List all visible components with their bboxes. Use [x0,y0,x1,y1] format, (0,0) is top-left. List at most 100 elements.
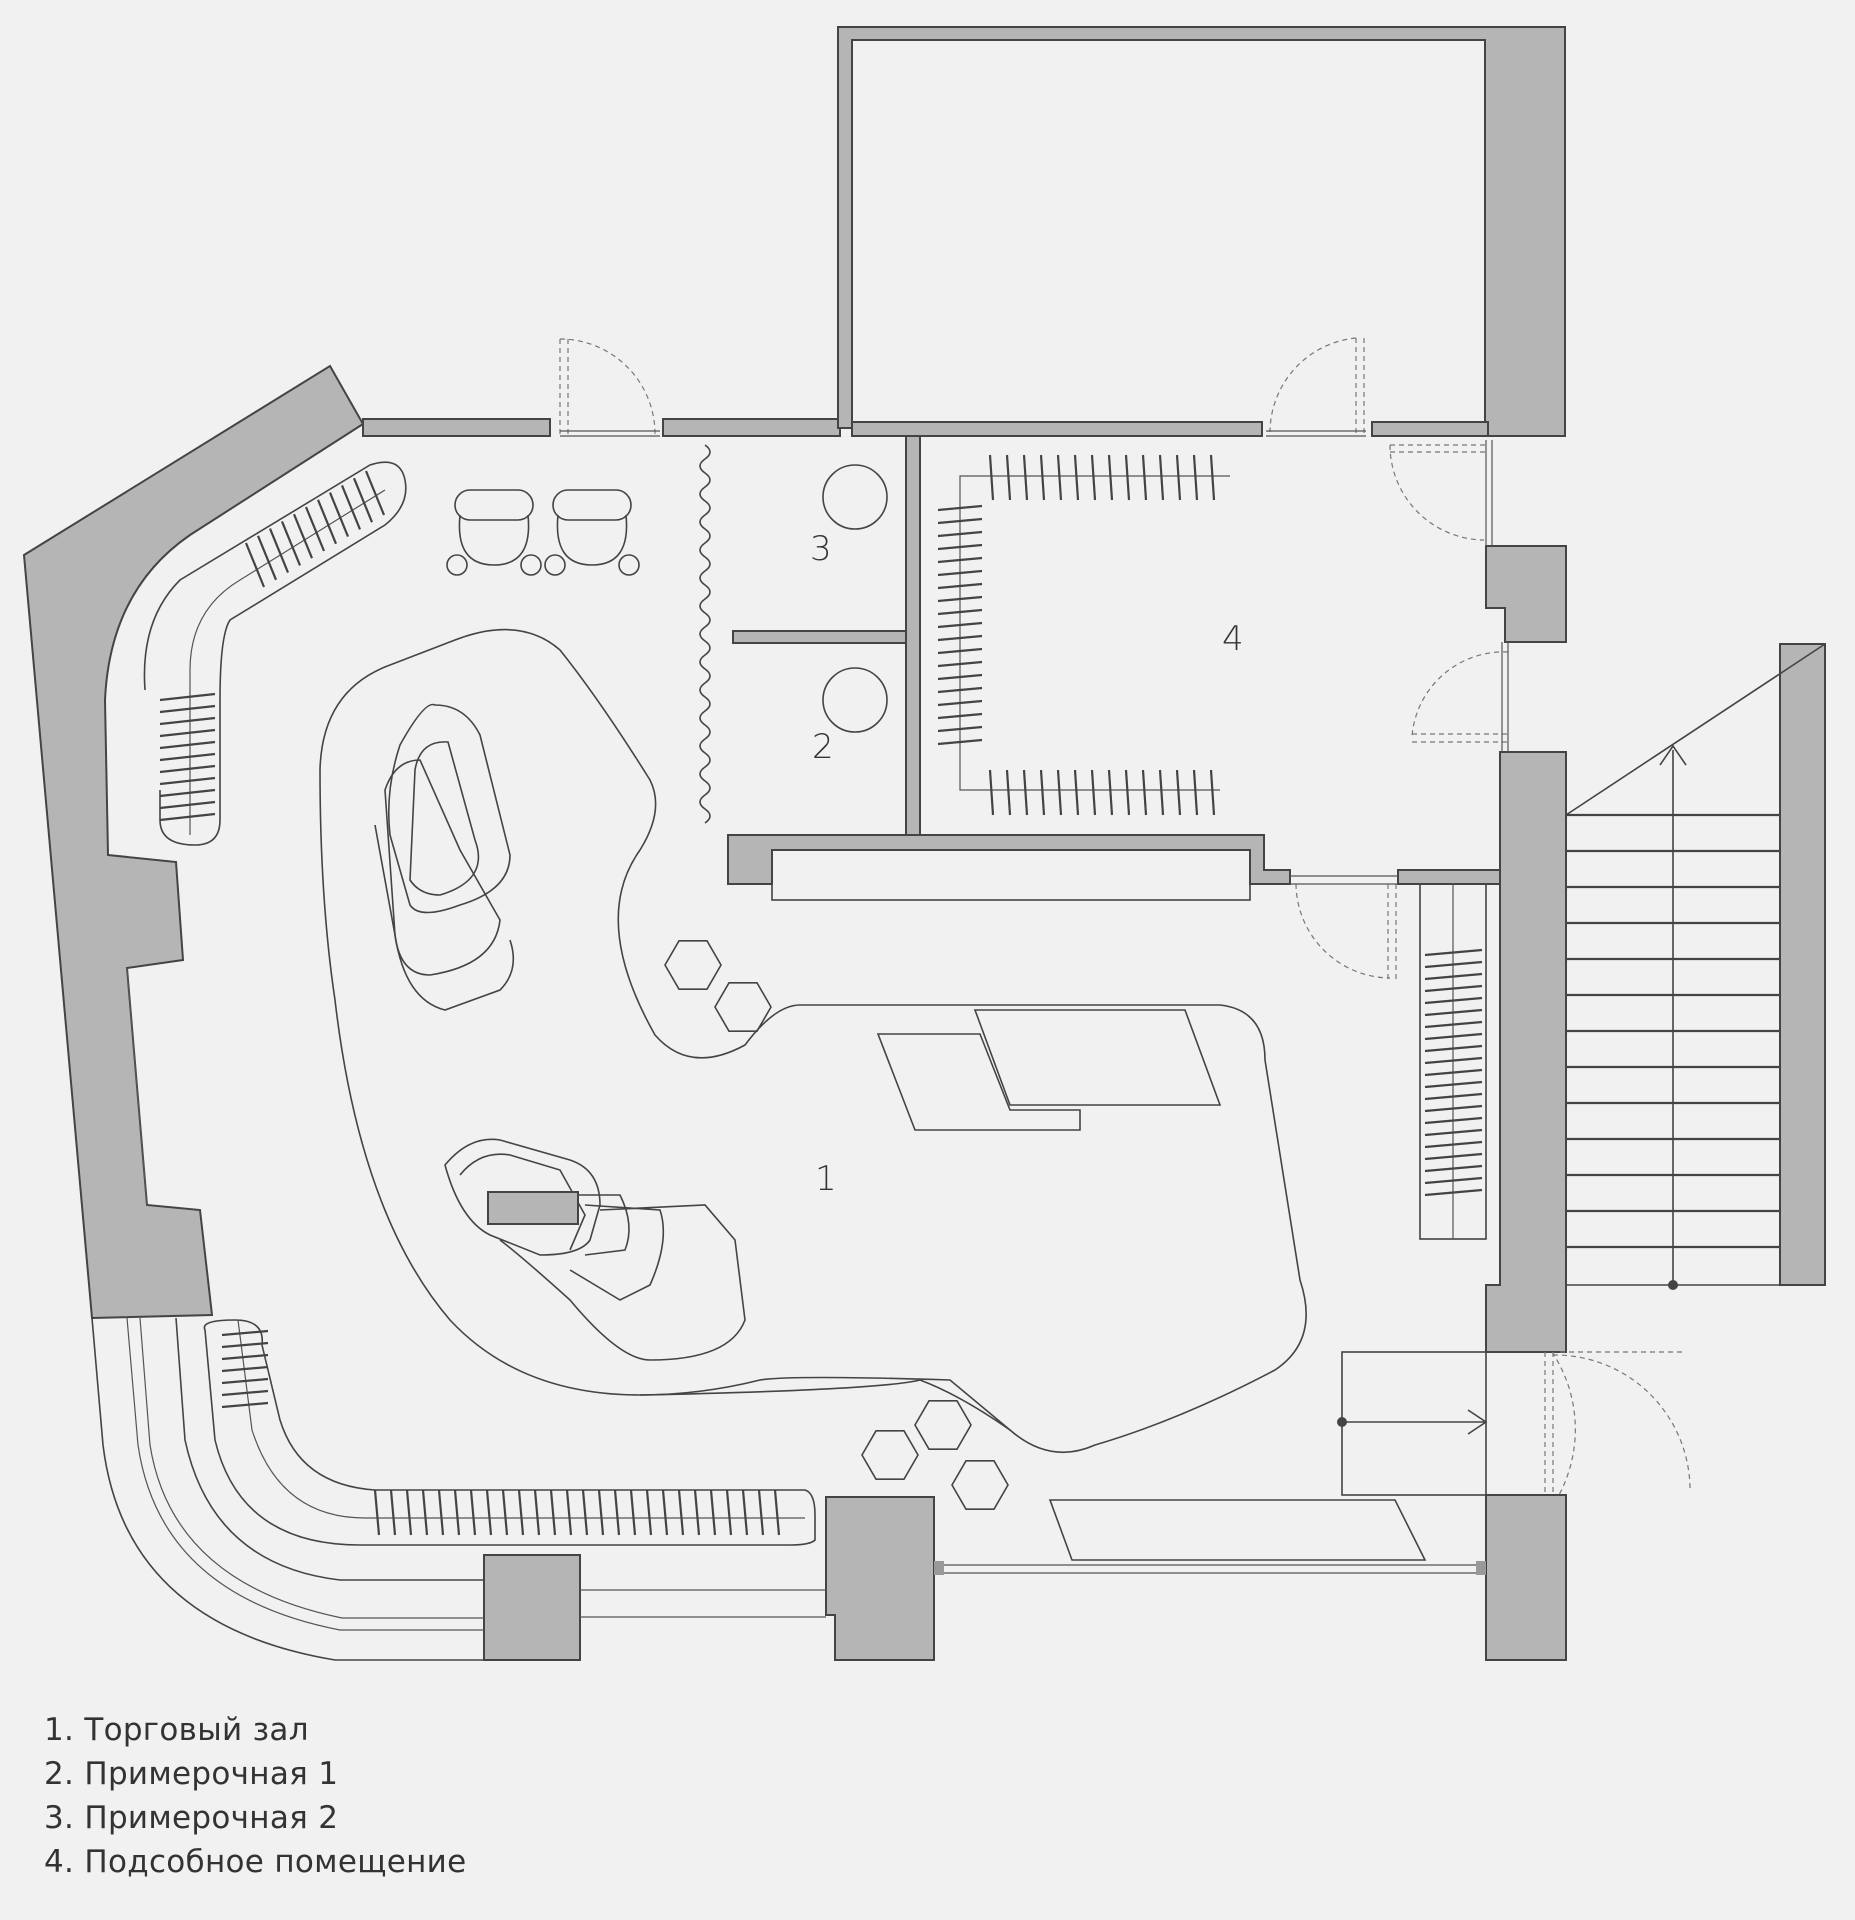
hanger [725,1489,733,1536]
rug [973,1009,1222,1106]
hanger [1192,454,1199,501]
hanger [1073,769,1080,816]
hanger [159,764,216,774]
legend-item-3: 3. Примерочная 2 [44,1800,339,1836]
legend-item-4: 4. Подсобное помещение [44,1844,467,1880]
hex-pouf [861,1430,919,1480]
hanger [1209,454,1216,501]
hex-poufs [664,939,1009,1510]
hanger [1424,1032,1483,1041]
hanger [221,1341,269,1349]
hanger [937,699,983,707]
hanger [988,454,995,501]
hanger [159,776,216,786]
hanger [159,716,216,726]
hanger [1022,454,1029,501]
hanger [421,1489,429,1536]
hanger [364,470,386,516]
walls [22,26,1826,1661]
hanger [1424,1140,1483,1149]
hanger [937,660,983,668]
hanger [937,504,983,512]
hanger [988,769,995,816]
hex-pouf [714,981,772,1032]
hanger [1039,769,1046,816]
hanger [613,1489,621,1536]
wall-bottom-pillar-b [825,1496,935,1661]
hanger [316,499,338,545]
hanger [937,634,983,642]
hanger [937,712,983,720]
counter [771,849,1251,901]
hanger [1022,769,1029,816]
hanger [1090,769,1097,816]
hanger [159,704,216,714]
hanger [328,492,350,538]
hanger [1424,1080,1483,1089]
hanger [352,477,374,523]
doors [559,337,1691,1575]
platform [1048,1499,1427,1561]
hanger [1424,960,1483,969]
hanger [937,595,983,603]
hex-pouf [914,1400,972,1450]
hanger [1424,1068,1483,1077]
hanger [1424,1056,1483,1065]
hanger [1424,1188,1483,1197]
hanger [1107,454,1114,501]
hanger [1192,769,1199,816]
wall-storage-bottom [727,834,1291,885]
hanger [1158,454,1165,501]
hanger [221,1401,269,1409]
hanger [937,608,983,616]
curved-facade [91,967,826,1661]
hex-pouf [664,939,722,991]
hanger [1039,454,1046,501]
wall-top-right-a [851,421,1263,437]
clothing-rails [143,454,1487,1546]
staircase [1565,643,1826,1290]
hanger [549,1489,557,1536]
wall-bottom-pillar-a [483,1554,581,1661]
hanger [581,1489,589,1536]
hanger [485,1489,493,1536]
hanger [1209,769,1216,816]
hanger [1424,996,1483,1005]
hanger [1124,769,1131,816]
organic-floor-zone [319,628,1307,1453]
hanger [1424,1152,1483,1161]
display-cluster-lower [444,1138,746,1361]
hanger [221,1389,269,1397]
hanger [1073,454,1080,501]
hanger [405,1489,413,1536]
hanger [1175,769,1182,816]
hanger [1107,769,1114,816]
hanger [1175,454,1182,501]
hanger [1424,1020,1483,1029]
hanger [937,543,983,551]
hanger [373,1489,381,1536]
hanger [757,1489,765,1536]
wall-north-room [837,26,1566,437]
wall-right-mid [1485,751,1567,1353]
hanger [159,740,216,750]
wall-top-mid [662,418,841,437]
hanger [292,513,314,559]
hanger [517,1489,525,1536]
hanger [1424,1116,1483,1125]
rug [876,1033,1081,1131]
hanger [677,1489,685,1536]
wall-stair [1779,643,1826,1286]
hanger [1424,984,1483,993]
hanger [937,673,983,681]
room-number-3: 3 [810,529,832,569]
hanger [280,520,302,566]
hex-pouf [951,1460,1009,1510]
hanger [469,1489,477,1536]
hanger [1424,948,1483,957]
wall-storage-left [905,435,921,836]
hanger [1424,1044,1483,1053]
armchair [544,489,640,576]
hanger [661,1489,669,1536]
